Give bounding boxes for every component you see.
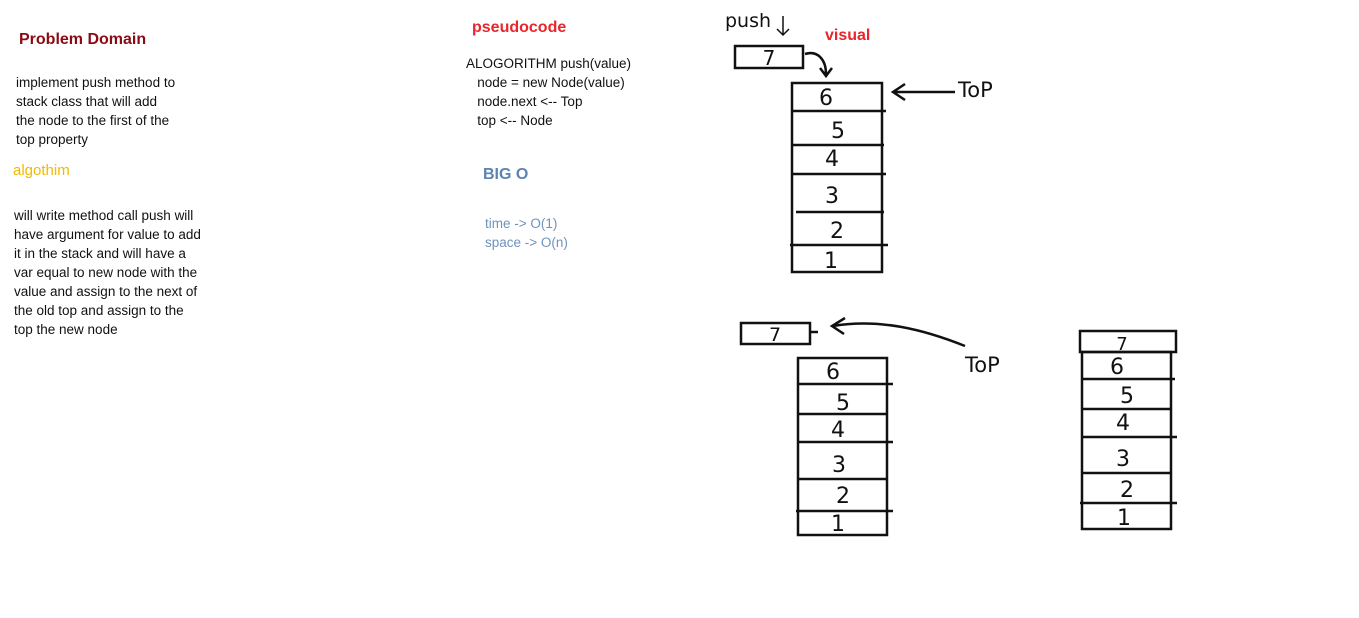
stack-after-top-box [1078,329,1178,354]
top-label-mid: ToP [964,353,1000,377]
visual-title: visual [825,27,871,44]
stack-mid-box [796,356,889,537]
big-o-text: time -> O(1) space -> O(n) [485,214,568,252]
problem-domain-title: Problem Domain [19,31,147,48]
stack-after-cell-value: 5 [1120,384,1134,409]
stack-before-cell-value: 6 [819,86,833,111]
stack-after-cell-value: 7 [1116,334,1127,355]
problem-domain-line: implement push method to [16,75,176,90]
problem-domain-line: top property [16,132,89,147]
algorithm-line: top the new node [14,322,118,337]
pseudocode-title: pseudocode [472,19,567,36]
stack-after-box [1080,350,1173,531]
algorithm-line: will write method call push will [14,208,194,223]
big-o-space: space -> O(n) [485,235,568,250]
algorithm-line: var equal to new node with the [14,265,198,280]
push-arrow [804,51,833,79]
pseudocode-line: node.next <-- Top [466,94,583,109]
pseudocode-line: node = new Node(value) [466,75,625,90]
new-node-box [733,44,805,70]
algorithm-title: algothim [13,162,70,179]
problem-domain-text: implement push method to stack class tha… [16,73,236,149]
top-label-before: ToP [957,78,993,102]
stack-mid-cell-value: 4 [831,418,845,443]
big-o-title: BIG O [483,166,529,183]
stack-before-cell-value: 2 [830,219,844,244]
big-o-time: time -> O(1) [485,216,558,231]
stack-after-cell-value: 1 [1117,506,1131,531]
new-node-value-mid: 7 [769,324,781,346]
stack-mid-cell-value: 3 [832,453,846,478]
stack-before-cell-value: 1 [824,249,838,274]
stack-before-box [790,81,884,274]
stack-after-cell-value: 4 [1116,411,1130,436]
stack-before-cell-value: 5 [831,119,845,144]
stack-after-cell-value: 6 [1110,355,1124,380]
push-down-arrow [776,16,790,37]
stack-after-cell-value: 3 [1116,447,1130,472]
algorithm-text: will write method call push will have ar… [14,206,246,339]
pseudocode-line: ALOGORITHM push(value) [466,56,632,71]
algorithm-line: value and assign to the next of [14,284,198,299]
problem-domain-line: stack class that will add [16,94,158,109]
stack-after-cell-value: 2 [1120,478,1134,503]
algorithm-line: have argument for value to add [14,227,201,242]
pseudocode-line: top <-- Node [466,113,553,128]
push-label: push [725,10,771,32]
new-node-value: 7 [763,46,776,70]
top-arrow-mid [829,316,966,348]
stack-mid-cell-value: 5 [836,391,850,416]
problem-domain-line: the node to the first of the [16,113,170,128]
algorithm-line: it in the stack and will have a [14,246,186,261]
stack-before-cell-value: 4 [825,147,839,172]
stack-mid-cell-value: 1 [831,512,845,537]
stack-mid-cell-value: 6 [826,360,840,385]
new-node-box-mid [739,321,812,346]
top-arrow-before [890,82,955,102]
pseudocode-text: ALOGORITHM push(value) node = new Node(v… [466,54,631,130]
algorithm-line: the old top and assign to the [14,303,184,318]
stack-mid-cell-value: 2 [836,484,850,509]
stack-before-cell-value: 3 [825,184,839,209]
